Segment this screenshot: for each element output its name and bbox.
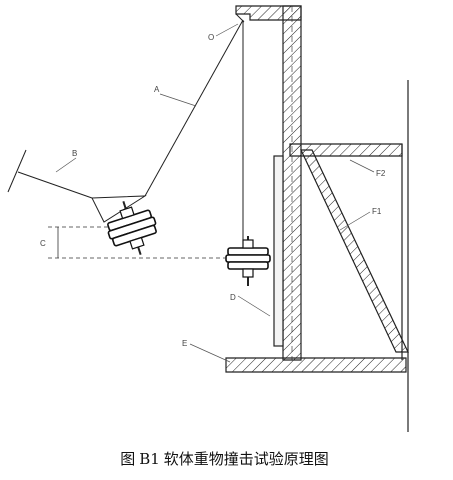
label-drop-height: C <box>40 239 46 248</box>
drop-height-indicator <box>48 226 226 259</box>
label-weight-rest: D <box>230 293 236 302</box>
label-frame-f2: F2 <box>376 169 386 178</box>
label-launch: B <box>72 149 77 158</box>
raised-weight <box>107 201 157 255</box>
floor-slab <box>225 357 407 373</box>
leader-lines <box>55 23 375 363</box>
caption-title: 软体重物撞击试验原理图 <box>163 450 329 468</box>
support-wall <box>282 5 302 361</box>
label-floor: E <box>182 339 187 348</box>
test-specimen <box>273 155 284 347</box>
label-rope: A <box>154 85 160 94</box>
resting-weight <box>225 236 271 286</box>
caption-prefix: 图 <box>120 450 136 468</box>
caption-number: B1 <box>139 450 160 468</box>
rope-raised <box>144 19 244 197</box>
label-pivot: O <box>208 33 214 42</box>
frame-f1 <box>300 149 409 353</box>
label-frame-f1: F1 <box>372 207 382 216</box>
frame-f2 <box>289 143 403 360</box>
